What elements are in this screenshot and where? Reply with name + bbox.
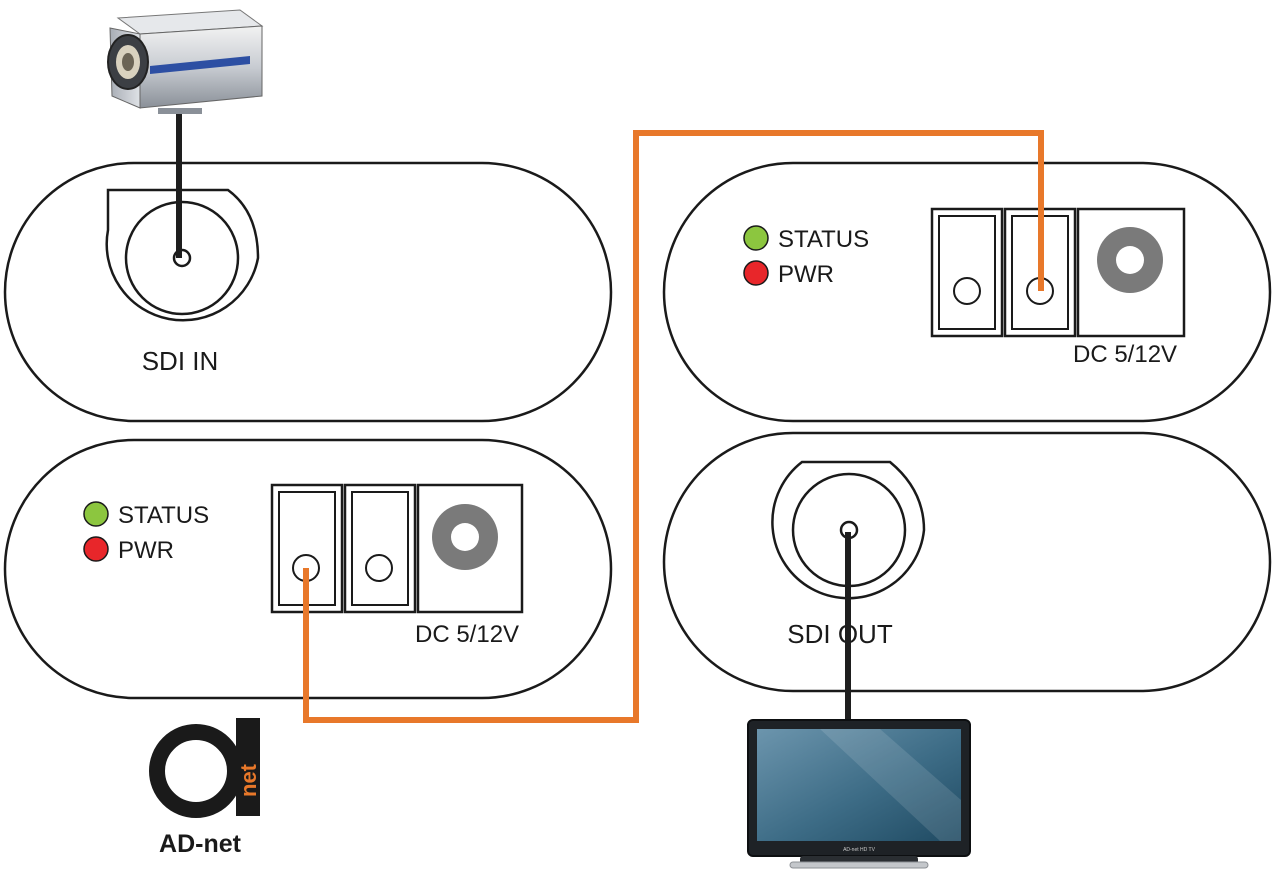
tv-bezel-text: AD-net HD TV — [843, 847, 876, 853]
port-2-inner — [351, 491, 409, 606]
pwr-label: PWR — [778, 261, 834, 288]
port-1-socket — [953, 277, 981, 305]
port-1-frame — [930, 207, 1004, 338]
cctv-camera-icon — [107, 9, 264, 114]
panel-outline — [662, 431, 1272, 693]
dc-jack-hole — [1116, 246, 1144, 274]
dc-jack-frame — [416, 483, 524, 614]
bnc-housing — [105, 188, 260, 322]
left-tx-top-panel: SDI IN — [3, 161, 613, 423]
dc-jack-hole — [451, 523, 479, 551]
port-2-socket — [365, 554, 393, 582]
utp-cable — [303, 130, 1044, 723]
dc-label: DC 5/12V — [415, 621, 519, 648]
panel-outline — [662, 161, 1272, 423]
port-2-frame — [343, 483, 417, 614]
right-rx-bottom-panel: SDI OUT — [662, 431, 1272, 693]
status-label: STATUS — [118, 502, 209, 529]
ad-net-logo: net AD-net — [149, 718, 261, 858]
pwr-led-icon — [83, 536, 109, 562]
port-1-inner — [938, 215, 996, 330]
status-led-icon — [743, 225, 769, 251]
tv-monitor-icon: AD-net HD TV — [747, 719, 971, 869]
dc-label: DC 5/12V — [1073, 341, 1177, 368]
status-label: STATUS — [778, 226, 869, 253]
sdi-in-label: SDI IN — [142, 346, 219, 376]
logo-bar — [236, 718, 260, 816]
status-led-icon — [83, 501, 109, 527]
logo-mark-text: net — [236, 763, 261, 797]
logo-ring — [149, 724, 243, 818]
panel-outline — [3, 161, 613, 423]
sdi-out-label: SDI OUT — [787, 619, 893, 649]
bnc-housing — [771, 460, 926, 600]
logo-brand-text: AD-net — [159, 830, 242, 858]
right-rx-top-panel: STATUS PWR DC 5/12V — [662, 161, 1272, 423]
pwr-label: PWR — [118, 537, 174, 564]
pwr-led-icon — [743, 260, 769, 286]
left-tx-bottom-panel: STATUS PWR DC 5/12V — [3, 438, 613, 700]
dc-jack-frame — [1076, 207, 1186, 338]
